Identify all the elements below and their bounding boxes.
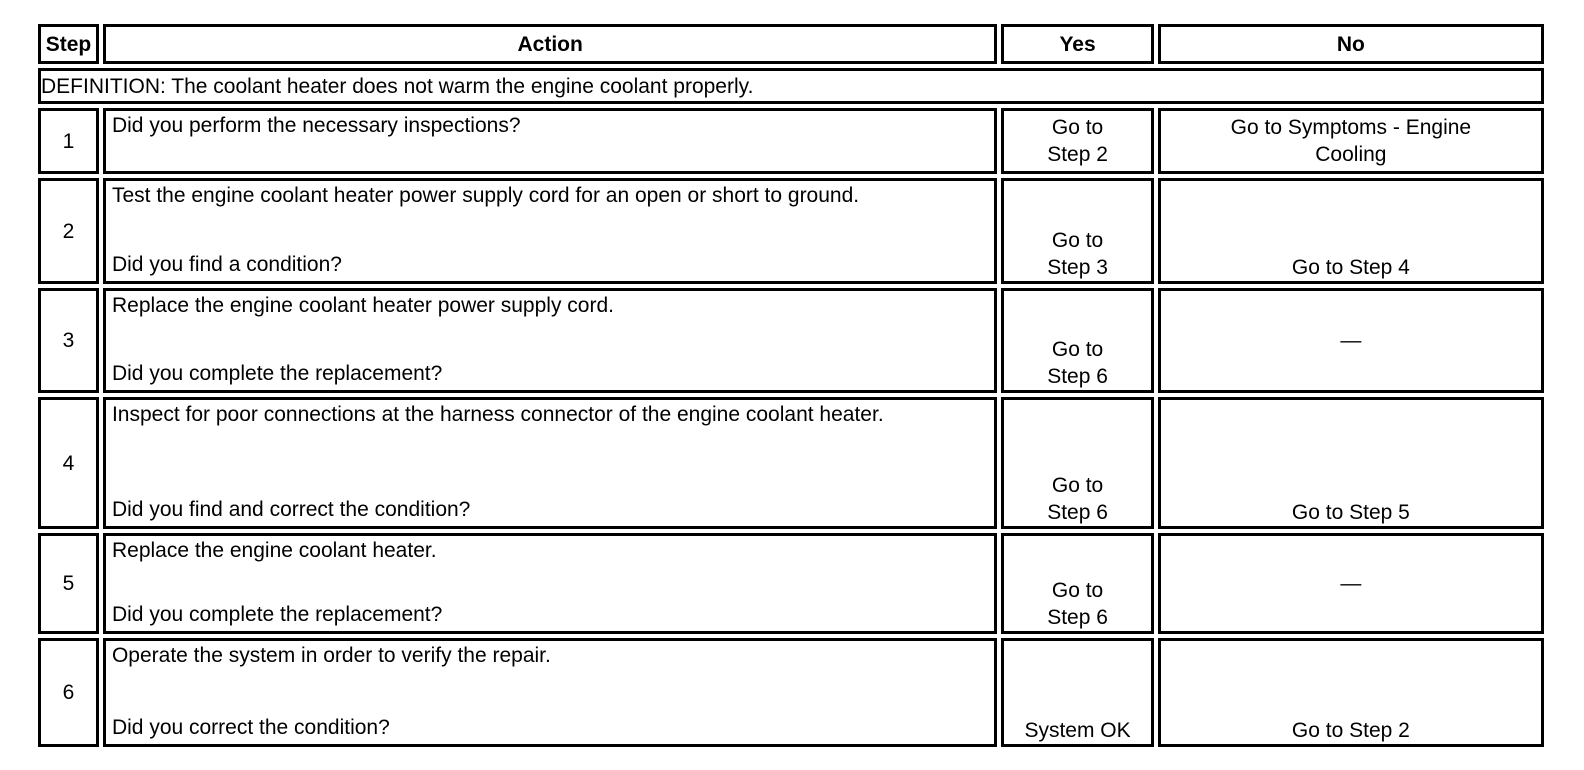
- no-answer: Go to Symptoms - Engine Cooling: [1230, 116, 1472, 166]
- header-no: No: [1157, 24, 1544, 64]
- no-cell: —: [1157, 288, 1544, 393]
- yes-answer: System OK: [1024, 719, 1131, 742]
- action-instruction: Replace the engine coolant heater power …: [111, 294, 614, 317]
- yes-cell: System OK: [1001, 638, 1154, 747]
- no-answer: —: [1340, 572, 1362, 595]
- definition-text: DEFINITION: The coolant heater does not …: [38, 68, 1544, 104]
- action-cell: Did you perform the necessary inspection…: [102, 108, 998, 174]
- action-cell: Replace the engine coolant heater. Did y…: [102, 533, 998, 634]
- diagnostic-table: Step Action Yes No DEFINITION: The coola…: [34, 20, 1548, 751]
- table-row: 2 Test the engine coolant heater power s…: [38, 178, 1544, 284]
- definition-row: DEFINITION: The coolant heater does not …: [38, 68, 1544, 104]
- yes-answer: Go to Step 2: [1047, 116, 1108, 166]
- step-number: 4: [38, 397, 99, 529]
- yes-cell: Go to Step 6: [1001, 533, 1154, 634]
- yes-cell: Go to Step 6: [1001, 397, 1154, 529]
- action-cell: Operate the system in order to verify th…: [102, 638, 998, 747]
- no-answer: Go to Step 2: [1291, 719, 1410, 742]
- step-number: 1: [38, 108, 99, 174]
- no-cell: Go to Step 5: [1157, 397, 1544, 529]
- header-yes: Yes: [1001, 24, 1154, 64]
- action-question: Did you find a condition?: [111, 253, 342, 276]
- action-instruction: Did you perform the necessary inspection…: [111, 114, 521, 137]
- action-cell: Inspect for poor connections at the harn…: [102, 397, 998, 529]
- no-answer: —: [1340, 329, 1362, 352]
- no-cell: Go to Step 2: [1157, 638, 1544, 747]
- action-cell: Test the engine coolant heater power sup…: [102, 178, 998, 284]
- yes-answer: Go to Step 6: [1047, 474, 1108, 524]
- action-question: Did you find and correct the condition?: [111, 498, 471, 521]
- no-answer: Go to Step 4: [1291, 256, 1410, 279]
- yes-answer: Go to Step 3: [1047, 229, 1108, 279]
- yes-cell: Go to Step 2: [1001, 108, 1154, 174]
- yes-cell: Go to Step 6: [1001, 288, 1154, 393]
- action-instruction: Test the engine coolant heater power sup…: [111, 184, 860, 207]
- no-cell: —: [1157, 533, 1544, 634]
- no-cell: Go to Symptoms - Engine Cooling: [1157, 108, 1544, 174]
- header-row: Step Action Yes No: [38, 24, 1544, 64]
- step-number: 6: [38, 638, 99, 747]
- table-row: 3 Replace the engine coolant heater powe…: [38, 288, 1544, 393]
- table-row: 4 Inspect for poor connections at the ha…: [38, 397, 1544, 529]
- yes-cell: Go to Step 3: [1001, 178, 1154, 284]
- action-question: Did you complete the replacement?: [111, 603, 443, 626]
- table-row: 5 Replace the engine coolant heater. Did…: [38, 533, 1544, 634]
- step-number: 5: [38, 533, 99, 634]
- yes-answer: Go to Step 6: [1047, 579, 1108, 629]
- step-number: 2: [38, 178, 99, 284]
- table-row: 6 Operate the system in order to verify …: [38, 638, 1544, 747]
- action-instruction: Operate the system in order to verify th…: [111, 644, 551, 667]
- table-row: 1 Did you perform the necessary inspecti…: [38, 108, 1544, 174]
- no-answer: Go to Step 5: [1291, 501, 1410, 524]
- header-action: Action: [102, 24, 998, 64]
- no-cell: Go to Step 4: [1157, 178, 1544, 284]
- action-question: Did you correct the condition?: [111, 716, 390, 739]
- action-question: Did you complete the replacement?: [111, 362, 443, 385]
- header-step: Step: [38, 24, 99, 64]
- yes-answer: Go to Step 6: [1047, 338, 1108, 388]
- action-instruction: Inspect for poor connections at the harn…: [111, 403, 884, 426]
- action-instruction: Replace the engine coolant heater.: [111, 539, 437, 562]
- step-number: 3: [38, 288, 99, 393]
- action-cell: Replace the engine coolant heater power …: [102, 288, 998, 393]
